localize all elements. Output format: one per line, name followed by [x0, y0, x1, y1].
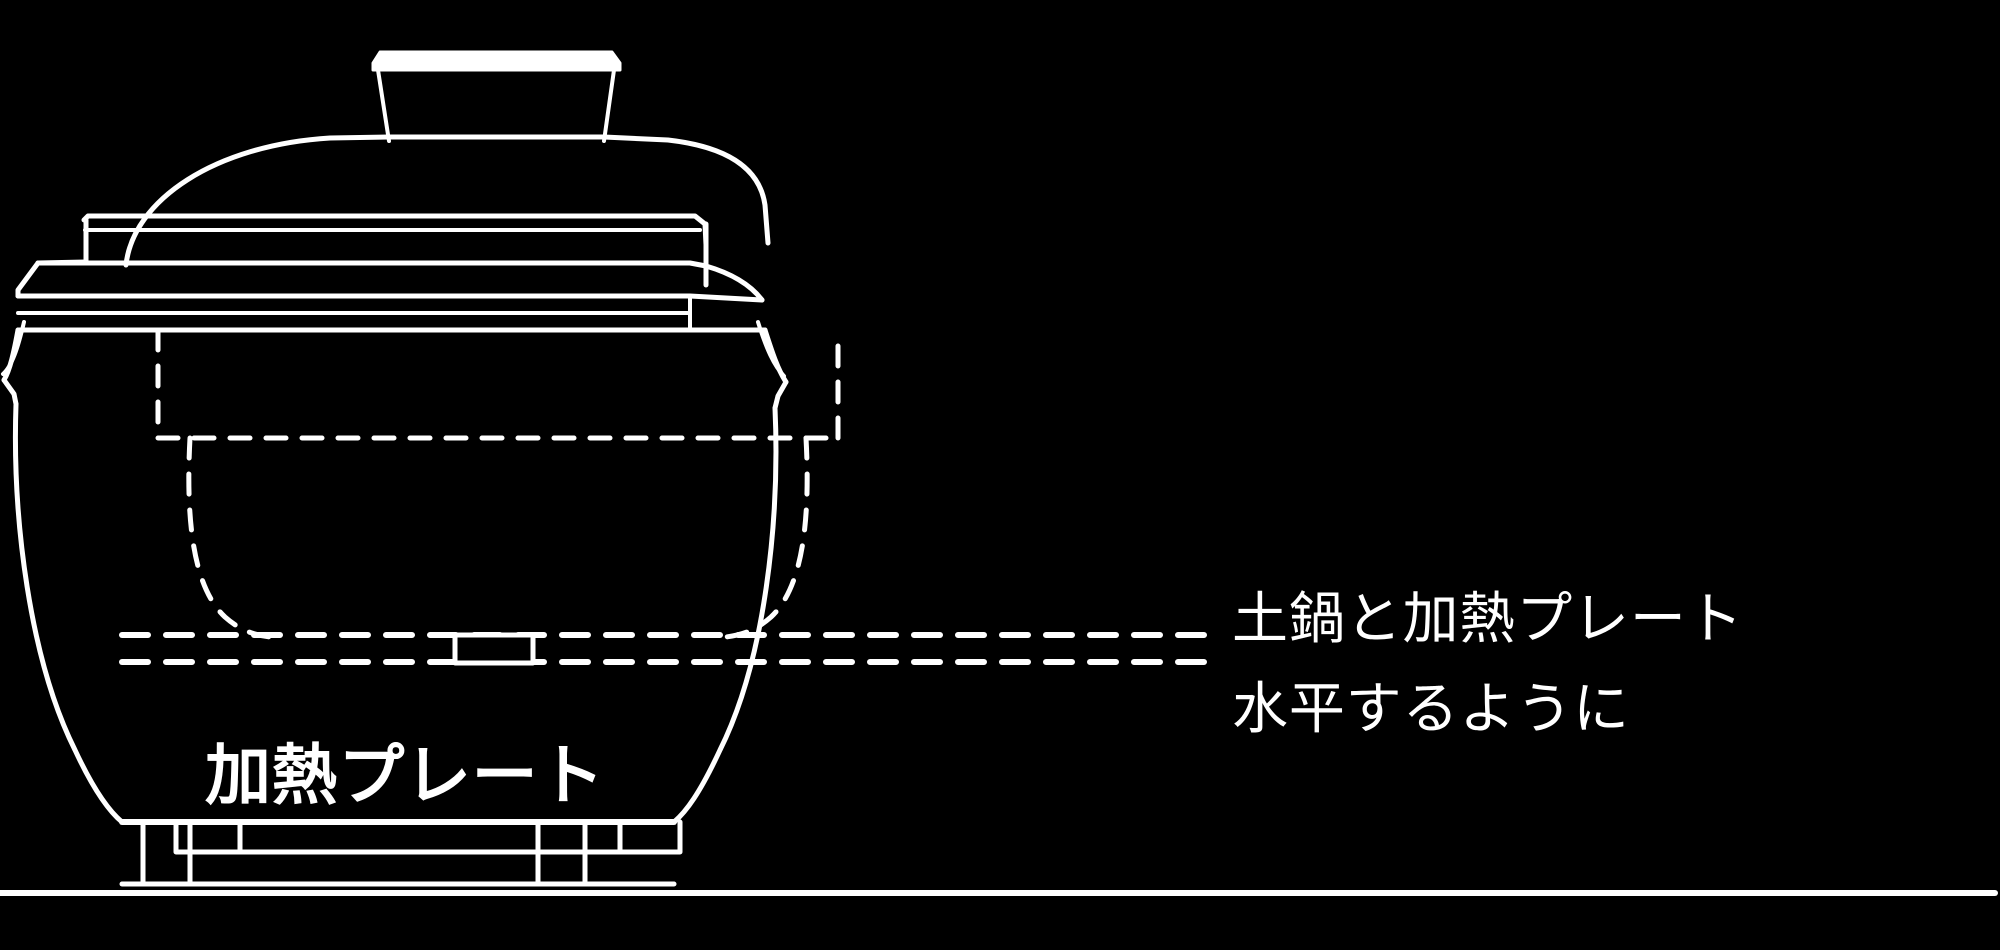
level-note-block: 土鍋と加熱プレート 水平するように [1232, 575, 1932, 755]
pot-mouth-right-bevel [703, 263, 765, 303]
base-inner-step-left [173, 819, 243, 855]
handle-left-upper [15, 260, 41, 299]
lid-knob-left-wall [376, 68, 391, 143]
pot-mouth-left-bevel [35, 259, 89, 266]
handle-right-group [756, 320, 789, 411]
handle-left-group [1, 260, 41, 407]
lid-knob-right-wall [602, 68, 616, 143]
pot-body-group [12, 401, 779, 825]
lid-dome-group [123, 134, 771, 268]
handle-right-inner-curve [756, 320, 786, 378]
lid-rim-group [81, 213, 709, 288]
handle-right-tip [772, 379, 789, 411]
level-note-line-1: 土鍋と加熱プレート [1232, 587, 1744, 652]
handle-left-inner-curve [1, 320, 26, 376]
handle-right-outer-curve [762, 327, 789, 385]
lid-dome-outline [123, 134, 771, 268]
handle-left-tip [1, 377, 19, 407]
heating-plate-label: 加熱プレート [205, 737, 605, 814]
pot-mouth-band-group [15, 259, 768, 333]
lid-knob-top-cap [371, 50, 622, 72]
pot-body-left-outline [12, 401, 125, 825]
heating-plate-edge-rect [452, 632, 536, 666]
base-feet-group [119, 819, 683, 887]
pot-body-right-outline [671, 405, 779, 825]
base-inner-step-right [617, 819, 683, 855]
level-lines-group [119, 632, 1218, 665]
level-note-line-2: 水平するように [1232, 677, 1630, 742]
lid-knob-group [371, 50, 622, 143]
